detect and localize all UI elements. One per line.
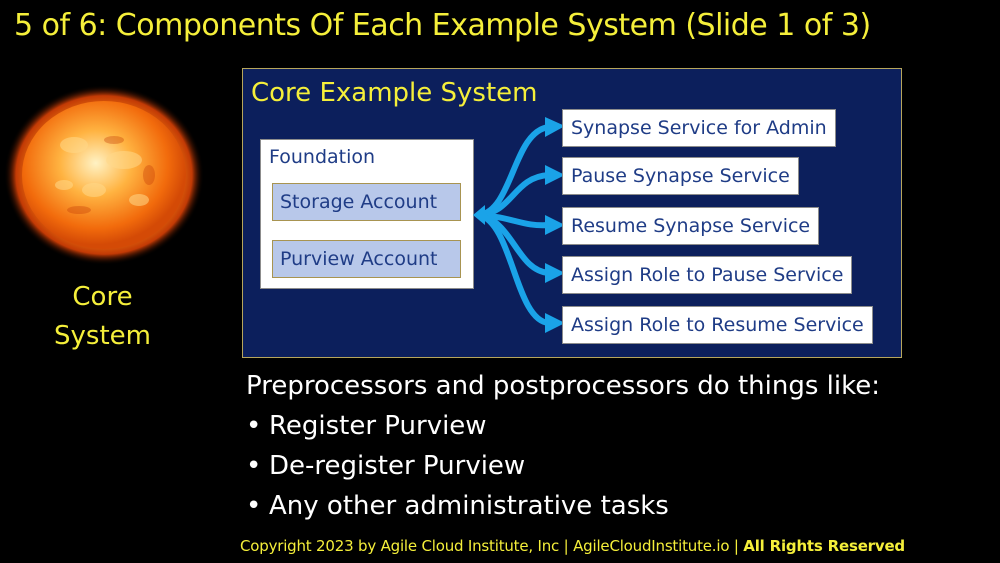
service-box-resume-synapse: Resume Synapse Service bbox=[562, 207, 820, 245]
core-label: Core bbox=[72, 282, 133, 312]
sun-icon bbox=[4, 85, 204, 265]
storage-account-box: Storage Account bbox=[272, 183, 461, 221]
arrowhead-3 bbox=[545, 215, 565, 235]
arrowhead-5 bbox=[545, 313, 565, 333]
service-box-assign-role-resume: Assign Role to Resume Service bbox=[562, 306, 873, 344]
notes-list: •Register Purview •De-register Purview •… bbox=[246, 406, 669, 526]
arrowhead-4 bbox=[545, 263, 565, 283]
list-item: •Any other administrative tasks bbox=[246, 486, 669, 526]
service-box-assign-role-pause: Assign Role to Pause Service bbox=[562, 256, 853, 294]
bullet-icon: • bbox=[246, 491, 262, 521]
service-box-pause-synapse: Pause Synapse Service bbox=[562, 157, 799, 195]
arrow-origin-point bbox=[473, 205, 485, 225]
list-item: •Register Purview bbox=[246, 406, 669, 446]
purview-account-box: Purview Account bbox=[272, 240, 461, 278]
bullet-icon: • bbox=[246, 451, 262, 481]
foundation-box: Foundation Storage Account Purview Accou… bbox=[260, 139, 474, 289]
arrowhead-2 bbox=[545, 165, 565, 185]
arrow-to-service-5 bbox=[476, 212, 552, 326]
footer-text: Copyright 2023 by Agile Cloud Institute,… bbox=[240, 537, 744, 555]
copyright-footer: Copyright 2023 by Agile Cloud Institute,… bbox=[240, 536, 905, 556]
list-item-text: De-register Purview bbox=[269, 451, 526, 481]
slide-title: 5 of 6: Components Of Each Example Syste… bbox=[14, 8, 871, 43]
arrows-diagram bbox=[473, 117, 565, 333]
foundation-title: Foundation bbox=[269, 146, 376, 168]
list-item: •De-register Purview bbox=[246, 446, 669, 486]
service-box-synapse-admin: Synapse Service for Admin bbox=[562, 109, 836, 147]
arrow-to-service-1 bbox=[476, 124, 552, 218]
system-label: System bbox=[54, 321, 151, 351]
core-example-system-panel: Core Example System Foundation Storage A… bbox=[242, 68, 902, 358]
bullet-icon: • bbox=[246, 411, 262, 441]
footer-rights: All Rights Reserved bbox=[743, 537, 905, 555]
panel-title: Core Example System bbox=[251, 78, 538, 108]
notes-intro: Preprocessors and postprocessors do thin… bbox=[246, 371, 881, 401]
arrowhead-1 bbox=[545, 117, 565, 137]
list-item-text: Any other administrative tasks bbox=[269, 491, 669, 521]
list-item-text: Register Purview bbox=[269, 411, 487, 441]
